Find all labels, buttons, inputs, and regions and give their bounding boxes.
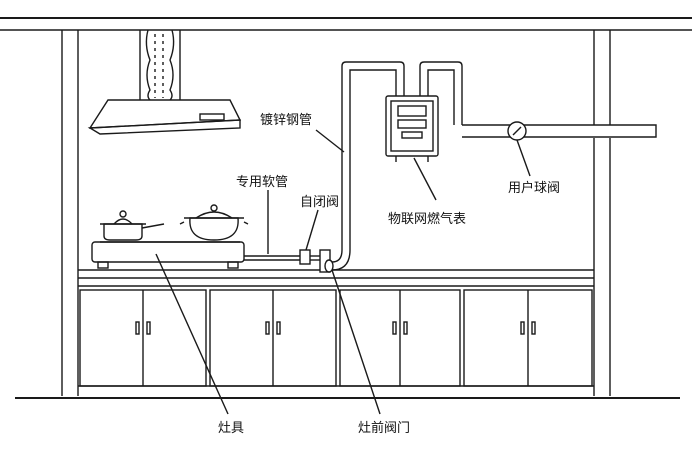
- label-galvanized-pipe: 镀锌钢管: [260, 112, 312, 128]
- stove: [91, 204, 249, 269]
- label-iot-gas-meter: 物联网燃气表: [388, 211, 466, 227]
- building-frame: [0, 17, 692, 399]
- range-hood: [87, 29, 242, 135]
- label-user-ball-valve: 用户球阀: [508, 180, 560, 196]
- label-stove: 灶具: [218, 421, 244, 436]
- self-closing-valve-icon: [299, 249, 311, 265]
- gas-pipes: [244, 61, 657, 273]
- label-stove-front-valve: 灶前阀门: [358, 420, 410, 436]
- iot-gas-meter: [385, 95, 439, 162]
- cabinets: [78, 269, 594, 387]
- label-dedicated-hose: 专用软管: [236, 175, 288, 190]
- leader-lines: [155, 129, 531, 415]
- label-self-closing-valve: 自闭阀: [300, 195, 339, 210]
